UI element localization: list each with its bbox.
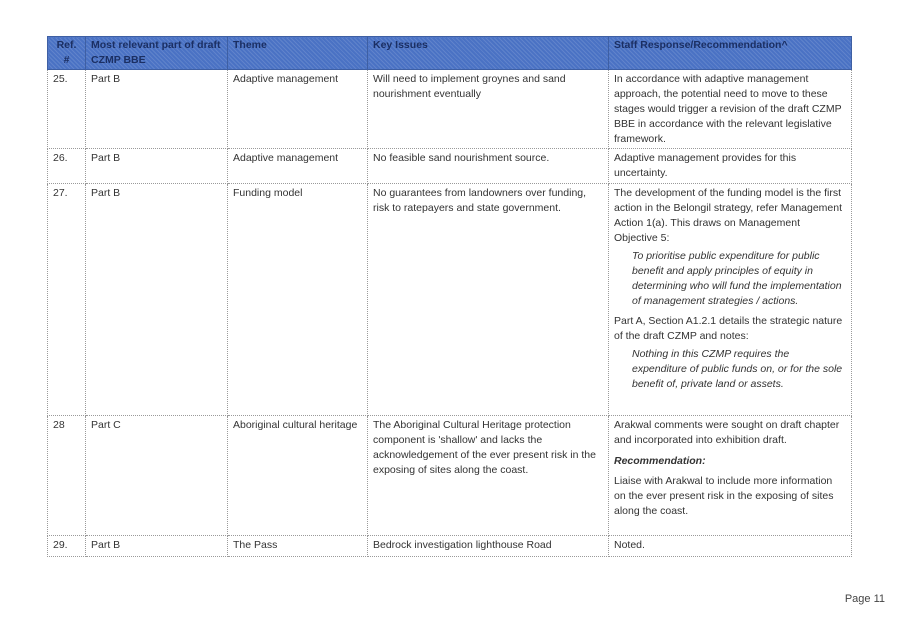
row-ref: 29. [47, 535, 86, 557]
header-ref: Ref. # [47, 36, 86, 70]
row-theme: Adaptive management [227, 148, 368, 184]
row-ref: 27. [47, 183, 86, 416]
table-row: 27. Part B Funding model No guarantees f… [47, 183, 852, 416]
row-theme: Adaptive management [227, 69, 368, 149]
row-key-issues: No guarantees from landowners over fundi… [367, 183, 609, 416]
row-theme: Aboriginal cultural heritage [227, 415, 368, 536]
response-quote: To prioritise public expenditure for pub… [632, 250, 842, 307]
row-ref: 28 [47, 415, 86, 536]
row-part: Part B [85, 69, 228, 149]
response-text: Part A, Section A1.2.1 details the strat… [614, 315, 843, 342]
row-key-issues: The Aboriginal Cultural Heritage protect… [367, 415, 609, 536]
response-intro: The development of the funding model is … [614, 187, 843, 244]
row-response: The development of the funding model is … [608, 183, 852, 416]
header-staff-response: Staff Response/Recommendation^ [608, 36, 852, 70]
table-row: 25. Part B Adaptive management Will need… [47, 69, 852, 149]
header-part: Most relevant part of draft CZMP BBE [85, 36, 228, 70]
row-ref: 25. [47, 69, 86, 149]
row-theme: Funding model [227, 183, 368, 416]
row-response: Noted. [608, 535, 852, 557]
row-response: Adaptive management provides for this un… [608, 148, 852, 184]
row-key-issues: Bedrock investigation lighthouse Road [367, 535, 609, 557]
response-intro: Arakwal comments were sought on draft ch… [614, 419, 840, 446]
header-theme: Theme [227, 36, 368, 70]
row-response: In accordance with adaptive management a… [608, 69, 852, 149]
header-key-issues: Key Issues [367, 36, 609, 70]
row-response: Arakwal comments were sought on draft ch… [608, 415, 852, 536]
submissions-table: Ref. # Most relevant part of draft CZMP … [47, 36, 852, 557]
response-quote: Nothing in this CZMP requires the expend… [632, 348, 843, 390]
table-row: 28 Part C Aboriginal cultural heritage T… [47, 415, 852, 536]
row-part: Part B [85, 148, 228, 184]
row-part: Part C [85, 415, 228, 536]
table-header-row: Ref. # Most relevant part of draft CZMP … [47, 36, 852, 70]
table-row: 26. Part B Adaptive management No feasib… [47, 148, 852, 184]
row-theme: The Pass [227, 535, 368, 557]
row-key-issues: No feasible sand nourishment source. [367, 148, 609, 184]
recommendation-heading: Recommendation: [614, 455, 706, 467]
row-ref: 26. [47, 148, 86, 184]
row-part: Part B [85, 183, 228, 416]
row-part: Part B [85, 535, 228, 557]
table-row: 29. Part B The Pass Bedrock investigatio… [47, 535, 852, 557]
row-key-issues: Will need to implement groynes and sand … [367, 69, 609, 149]
recommendation-text: Liaise with Arakwal to include more info… [614, 475, 834, 517]
page-number: Page 11 [844, 593, 885, 605]
